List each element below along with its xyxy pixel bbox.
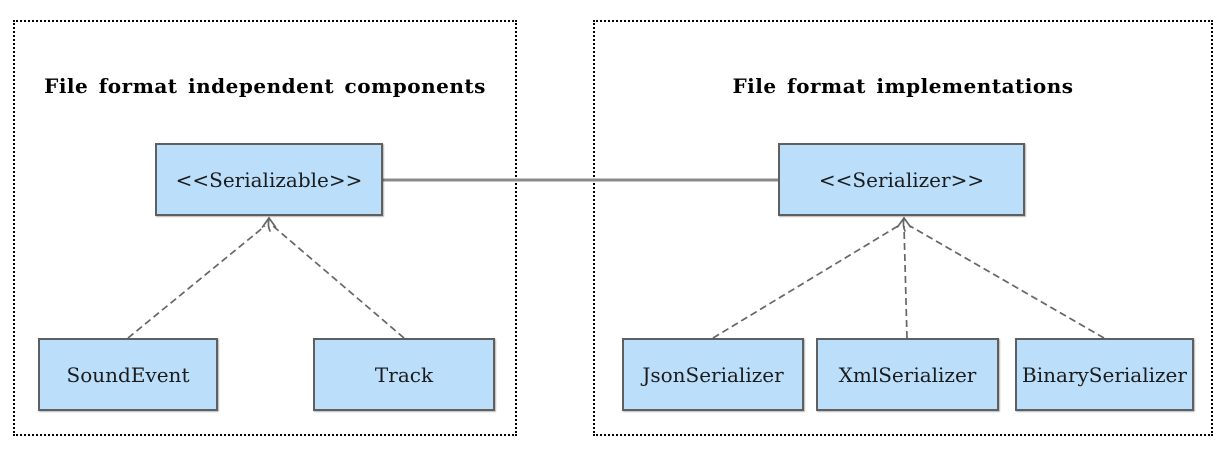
- class-box-serializer: <<Serializer>>: [778, 143, 1025, 216]
- group-title-independent-components: File format independent components: [44, 74, 486, 98]
- class-box-xmlserializer: XmlSerializer: [816, 338, 999, 411]
- class-box-jsonserializer: JsonSerializer: [622, 338, 804, 411]
- class-box-serializable: <<Serializable>>: [155, 143, 383, 216]
- group-container-format-implementations: File format implementations: [593, 20, 1213, 436]
- class-box-soundevent: SoundEvent: [38, 338, 218, 411]
- group-title-format-implementations: File format implementations: [732, 74, 1074, 98]
- group-container-independent-components: File format independent components: [13, 20, 517, 436]
- class-box-binaryserializer: BinarySerializer: [1015, 338, 1194, 411]
- class-box-track: Track: [313, 338, 495, 411]
